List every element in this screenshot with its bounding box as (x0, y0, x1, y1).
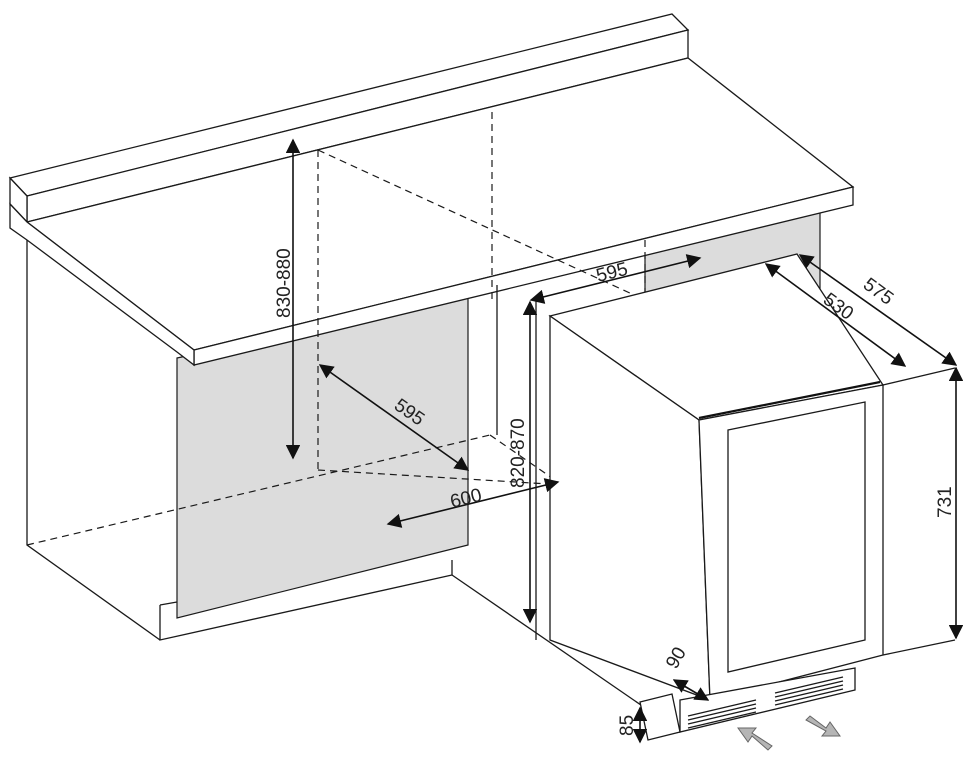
air-intake-arrow-icon (737, 727, 773, 751)
dim-appliance-height: 731 (935, 486, 956, 518)
dimension-lines (285, 138, 964, 744)
countertop (8, 13, 855, 367)
wine-cooler (451, 253, 956, 726)
door-glass (727, 401, 866, 673)
dim-counter-height: 830-880 (274, 248, 295, 318)
plinth-vent (639, 667, 856, 751)
air-exhaust-arrow-icon (805, 715, 841, 737)
dim-plinth-height: 85 (617, 715, 638, 736)
dim-appliance-height-range: 820-870 (508, 418, 529, 488)
dim-appliance-depth-total: 575 (859, 274, 897, 310)
